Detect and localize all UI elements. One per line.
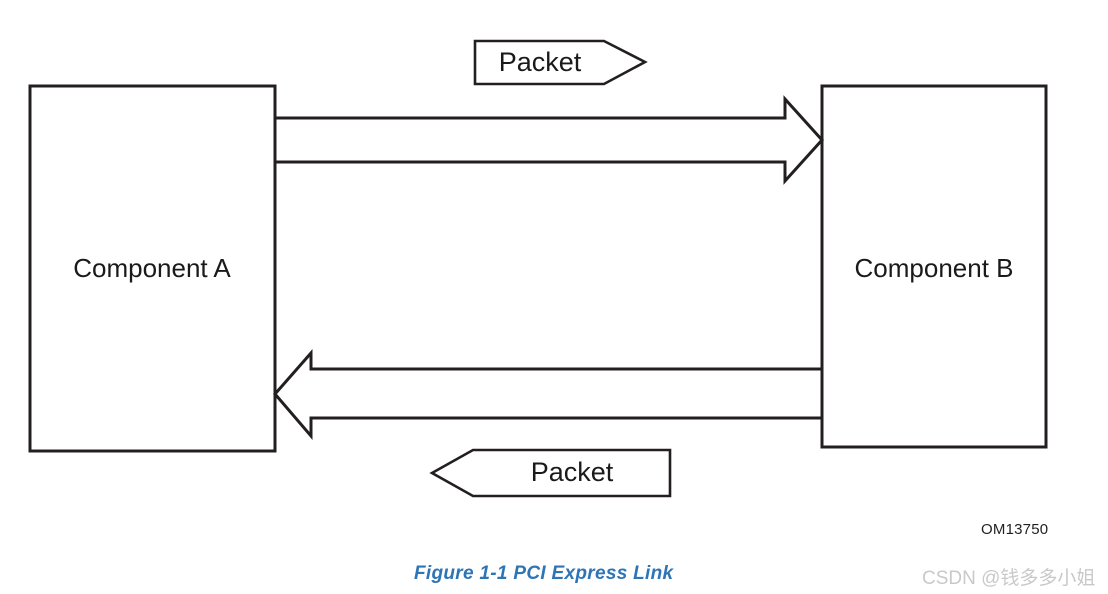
figure-code-label: OM13750 bbox=[981, 521, 1049, 538]
packet-label-top: Packet bbox=[499, 47, 582, 77]
component-b-node: Component B bbox=[820, 84, 1048, 449]
arrow-b-to-a bbox=[273, 349, 824, 441]
packet-pennant-bottom: Packet bbox=[429, 448, 672, 498]
arrow-a-to-b bbox=[273, 95, 825, 185]
packet-pennant-top: Packet bbox=[473, 39, 648, 86]
figure-caption: Figure 1-1 PCI Express Link bbox=[414, 563, 674, 584]
packet-pennant-top-shape bbox=[473, 39, 648, 86]
packet-label-bottom: Packet bbox=[531, 457, 614, 487]
component-b-box bbox=[820, 84, 1048, 449]
csdn-watermark: CSDN @钱多多小姐 bbox=[922, 568, 1096, 589]
component-b-label: Component B bbox=[855, 253, 1014, 283]
component-a-node: Component A bbox=[28, 84, 277, 453]
packet-pennant-bottom-shape bbox=[429, 448, 672, 498]
component-a-box bbox=[28, 84, 277, 453]
component-a-label: Component A bbox=[73, 253, 231, 283]
